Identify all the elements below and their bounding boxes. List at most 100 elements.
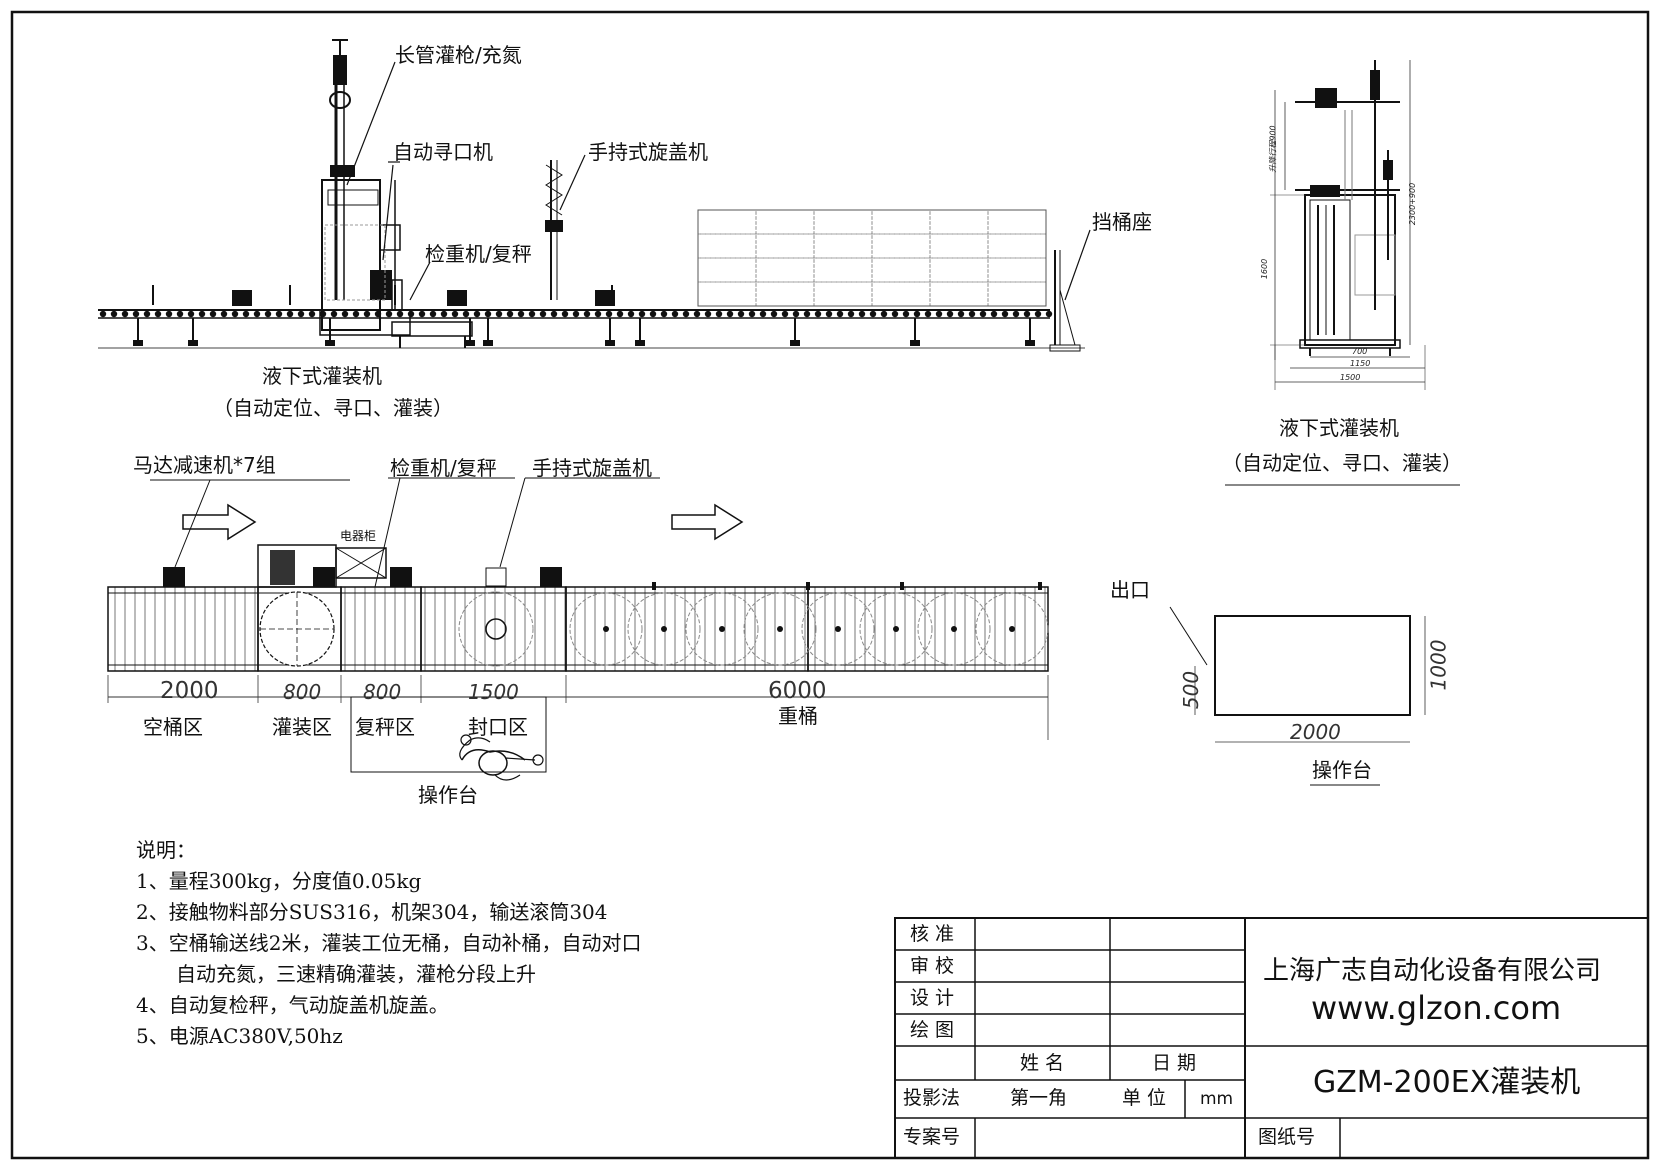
roller-mark <box>396 310 404 318</box>
roller-mark <box>770 310 778 318</box>
drawing-border <box>10 10 1650 1160</box>
leg-foot-mark <box>790 340 800 346</box>
roller-mark <box>231 310 239 318</box>
label-checkweigher-plan: 检重机/复秤 <box>390 456 497 480</box>
roller-mark <box>979 310 987 318</box>
roller-mark <box>264 310 272 318</box>
plan-drums <box>569 582 1049 666</box>
tb-drawing-no: 图纸号 <box>1258 1126 1316 1148</box>
heavy-drum-rows <box>697 209 1047 307</box>
zone-heavy: 重桶 <box>778 704 818 728</box>
drum-cell <box>697 281 757 307</box>
dim-800-a: 800 <box>283 680 322 704</box>
filling-machine-elevation <box>319 39 411 336</box>
flow-arrow-left-icon <box>182 503 257 541</box>
tb-model: GZM-200EX灌装机 <box>1313 1065 1581 1100</box>
dim-desk-2000: 2000 <box>1290 720 1341 744</box>
drum-circle <box>801 592 875 666</box>
roller-mark <box>858 310 866 318</box>
operator-figure-icon <box>459 734 544 781</box>
drum-cell <box>871 209 931 235</box>
drum-cell <box>871 257 931 283</box>
roller-mark <box>429 310 437 318</box>
roller-mark <box>616 310 624 318</box>
drum-cell <box>697 257 757 283</box>
note-1: 1、量程300kg，分度值0.05kg <box>136 869 422 893</box>
label-checkweigher-top: 检重机/复秤 <box>425 242 532 266</box>
roller-mark <box>957 310 965 318</box>
drum-circle <box>859 592 933 666</box>
dim-800-b: 800 <box>363 680 402 704</box>
roller-mark <box>825 310 833 318</box>
tb-approve: 核 准 <box>910 923 955 945</box>
zone-filling: 灌装区 <box>272 715 332 739</box>
plan-view <box>107 477 1049 781</box>
elevation-motors <box>152 285 615 306</box>
roller-mark <box>924 310 932 318</box>
drum-circle <box>743 592 817 666</box>
drum-cell <box>871 281 931 307</box>
roller-mark <box>649 310 657 318</box>
roller-mark <box>935 310 943 318</box>
drum-circle <box>917 592 991 666</box>
tb-draw: 绘 图 <box>910 1019 955 1041</box>
tb-unit: 单 位 <box>1122 1087 1167 1109</box>
leg-foot-mark <box>325 340 335 346</box>
note-4: 4、自动复检秤，气动旋盖机旋盖。 <box>136 993 449 1017</box>
tb-name: 姓 名 <box>1020 1052 1065 1074</box>
roller-mark <box>1045 310 1053 318</box>
plan-motors <box>163 567 562 587</box>
roller-mark <box>297 310 305 318</box>
stopper-elevation <box>1049 250 1081 352</box>
drum-center <box>661 626 667 632</box>
roller-mark <box>880 310 888 318</box>
roller-mark <box>693 310 701 318</box>
leg-foot-mark <box>635 340 645 346</box>
roller-mark <box>539 310 547 318</box>
post-mark <box>1038 582 1042 590</box>
drum-cell <box>813 257 873 283</box>
roller-mark <box>803 310 811 318</box>
post-mark <box>806 582 810 590</box>
roller-mark <box>1023 310 1031 318</box>
roller-mark <box>1012 310 1020 318</box>
roller-mark <box>473 310 481 318</box>
roller-mark <box>506 310 514 318</box>
roller-mark <box>1001 310 1009 318</box>
drum-cell <box>987 281 1047 307</box>
hand-capper-elevation <box>545 160 563 300</box>
label-operator-desk-plan: 操作台 <box>418 783 478 807</box>
roller-mark <box>407 310 415 318</box>
roller-mark <box>869 310 877 318</box>
roller-mark <box>286 310 294 318</box>
roller-mark <box>704 310 712 318</box>
dim-desk-1000: 1000 <box>1426 639 1451 691</box>
zone-empty: 空桶区 <box>143 715 203 739</box>
dim-side-lift: 升降行程900 <box>1268 125 1278 173</box>
label-stopper: 挡桶座 <box>1092 210 1152 234</box>
dim-side-700: 700 <box>1352 347 1368 356</box>
roller-mark <box>462 310 470 318</box>
note-2: 2、接触物料部分SUS316，机架304，输送滚筒304 <box>136 900 608 924</box>
roller-mark <box>660 310 668 318</box>
operator-desk-plan <box>1169 606 1426 786</box>
roller-mark <box>572 310 580 318</box>
roller-mark <box>385 310 393 318</box>
dim-side-1600: 1600 <box>1260 258 1270 280</box>
leg-foot-mark <box>910 340 920 346</box>
roller-mark <box>143 310 151 318</box>
leg-foot-mark <box>188 340 198 346</box>
roller-mark <box>99 310 107 318</box>
roller-mark <box>792 310 800 318</box>
roller-mark <box>440 310 448 318</box>
roller-mark <box>781 310 789 318</box>
drum-cell <box>987 257 1047 283</box>
roller-mark <box>946 310 954 318</box>
label-cabinet: 电器柜 <box>340 529 377 543</box>
tb-unit-value: mm <box>1200 1089 1234 1109</box>
roller-mark <box>561 310 569 318</box>
note-3a: 3、空桶输送线2米，灌装工位无桶，自动补桶，自动对口 <box>136 931 642 955</box>
roller-mark <box>209 310 217 318</box>
roller-mark <box>605 310 613 318</box>
roller-mark <box>451 310 459 318</box>
